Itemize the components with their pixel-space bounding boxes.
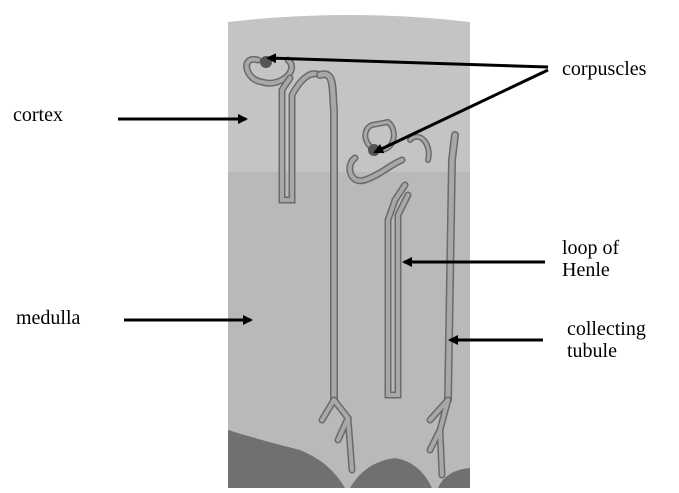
collecting-tubule-label: collecting tubule [567,318,646,362]
collecting-tubule-label-line1: collecting [567,318,646,340]
cortex-label: cortex [13,104,63,126]
medulla-label: medulla [16,307,80,329]
loop-of-henle-label-line2: Henle [562,259,619,281]
collecting-tubule-label-line2: tubule [567,340,646,362]
loop-of-henle-label-line1: loop of [562,237,619,259]
cortex-region [228,15,470,172]
loop-of-henle-label: loop of Henle [562,237,619,281]
corpuscles-label: corpuscles [562,58,646,80]
